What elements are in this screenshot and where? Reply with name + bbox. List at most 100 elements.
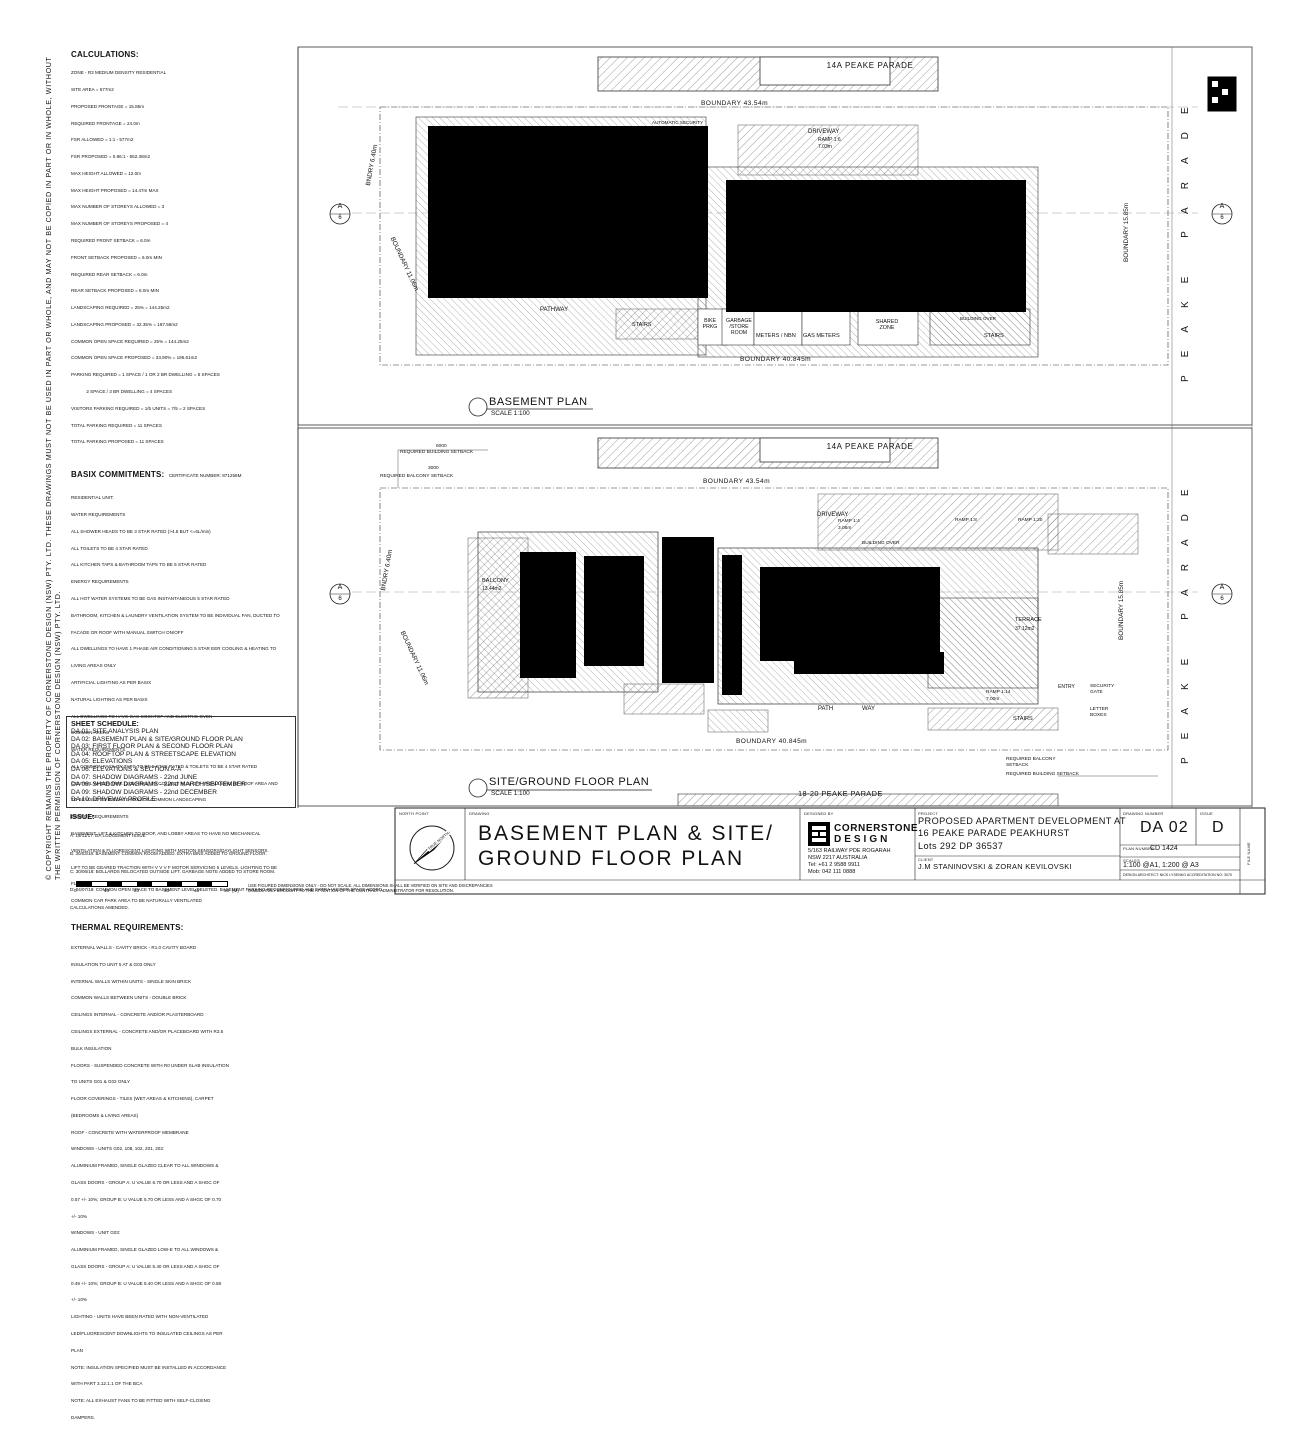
calc-line: MAX HEIGHT ALLOWED = 12.0m	[71, 170, 141, 176]
ground-bins-label: BINS	[726, 690, 739, 696]
ground-building-over-label: BUILDING OVER	[862, 541, 900, 546]
ground-balcony-area: 13.44m2	[482, 586, 502, 592]
ground-redaction-5	[760, 567, 940, 661]
thermal-line: LED/FLUORESCENT DOWNLIGHTS TO INSULATED …	[71, 1331, 223, 1337]
scales-label: SCALES	[1123, 858, 1140, 863]
calc-line: REQUIRED REAR SETBACK = 6.0m	[71, 271, 148, 277]
north-point-label: NORTH POINT	[399, 811, 429, 816]
ground-req-setback-label: REQUIRED BUILDING SETBACK	[400, 450, 474, 455]
drawing-label: DRAWING	[469, 811, 490, 816]
plan-number-label: PLAN NUMBER	[1123, 846, 1155, 851]
ground-boundary-top: BOUNDARY 43.54m	[703, 478, 770, 485]
basement-plan-title: BASEMENT PLAN	[489, 396, 588, 408]
basix-line: ENERGY REQUIREMENTS	[71, 579, 129, 585]
thermal-line: BULK INSULATION	[71, 1045, 112, 1051]
ground-req-balcony-right: REQUIRED BALCONY SETBACK	[1006, 757, 1056, 768]
sheet-item: DA 08: SHADOW DIAGRAMS - 22nd MARCH/SEPT…	[71, 781, 246, 789]
basement-building-over-label: BUILDING OVER	[960, 316, 996, 321]
project-line-3: Lots 292 DP 36537	[918, 841, 1004, 851]
basix-line: FACADE OR ROOF WITH MANUAL SWITCH ON/OFF	[71, 629, 184, 635]
basement-security-label: AUTOMATIC SECURITY	[652, 120, 704, 125]
basix-line: TO BE USED TO IRRIGATE 90m2 OF COMMON LA…	[71, 797, 207, 803]
drawing-number-label: DRAWING NUMBER	[1123, 811, 1164, 816]
calc-line: FSR ALLOWED = 1:1 - 577m2	[71, 137, 134, 143]
basement-section-6-left: 6	[338, 215, 342, 221]
basement-meters-nbn-label: METERS / NBN	[756, 333, 796, 339]
calc-line: PARKING REQUIRED = 1 SPACE / 1 OR 2 BR D…	[71, 372, 220, 378]
basix-line: ALL KITCHEN TAPS & BATHROOM TAPS TO BE 5…	[71, 562, 207, 568]
sheet-item: DA 03: FIRST FLOOR PLAN & SECOND FLOOR P…	[71, 743, 233, 751]
basix-line: COMMON AREAS	[71, 730, 110, 736]
footer-note: USE FIGURED DIMENSIONS ONLY - DO NOT SCA…	[248, 883, 493, 893]
basix-line: ALL COMMON FACILITY TAPS TO BE 5 STAR RA…	[71, 763, 258, 769]
ground-plan-title: SITE/GROUND FLOOR PLAN	[489, 776, 650, 788]
scale-label-40: 40	[194, 888, 200, 893]
drawing-title-line-2: GROUND FLOOR PLAN	[478, 847, 745, 870]
calc-line: TOTAL PARKING REQUIRED = 11 SPACES	[71, 422, 162, 428]
sheet-item: DA 10: DRIVEWAY PROFILE	[71, 796, 156, 804]
calc-line: PROPOSED FRONTAGE = 15.85m	[71, 103, 145, 109]
ground-redaction-4	[722, 555, 742, 695]
basement-driveway-label: DRIVEWAY	[808, 129, 840, 135]
street-right-label: PEAKE PARADE	[1180, 89, 1191, 382]
scale-label-30: 30	[164, 888, 170, 893]
ground-driveway-label: DRIVEWAY	[817, 512, 849, 518]
basix-line: BASEMENT, LIFT & KITCHEN TO ROOF, AND LO…	[71, 830, 261, 836]
sheet-list: DA 01: SITE ANALYSIS PLAN DA 02: BASEMEN…	[71, 728, 291, 804]
drawing-title-line-1: BASEMENT PLAN & SITE/	[478, 822, 775, 845]
issue-value: D	[1212, 819, 1224, 836]
thermal-line: +/- 10%	[71, 1213, 87, 1219]
firm-address-2: NSW 2217 AUSTRALIA	[808, 855, 868, 861]
project-label: PROJECT	[918, 811, 939, 816]
issue-line: CALCULATIONS AMENDED.	[70, 905, 129, 910]
basement-ramp-length: 7.03m	[818, 144, 832, 150]
basix-line: NATURAL LIGHTING AS PER BASIX	[71, 696, 148, 702]
ground-boundary-bottom: BOUNDARY 40.845m	[736, 738, 808, 745]
basement-garbage-label: GARBAGE /STORE ROOM	[726, 318, 752, 337]
thermal-line: CEILINGS INTERNAL - CONCRETE AND/OR PLAS…	[71, 1012, 204, 1018]
basix-line: BATHROOM, KITCHEN & LAUNDRY VENTILATION …	[71, 612, 280, 618]
ground-ramp-1-length: 3.05m	[838, 526, 852, 531]
scale-label-10: 10	[104, 888, 110, 893]
issue-line: B: 30/03/18: BASEMENT COMMON ROOM ADDED.…	[70, 851, 267, 856]
sheet-item: DA 06: ELEVATIONS & SECTION A-A	[71, 765, 182, 773]
thermal-list: EXTERNAL WALLS - CAVITY BRICK - R1.0 CAV…	[71, 934, 296, 1432]
thermal-line: WITH PART 3.12.1.1 OF THE BCA	[71, 1381, 143, 1387]
project-line-1: PROPOSED APARTMENT DEVELOPMENT AT	[918, 816, 1126, 826]
calc-line: TOTAL PARKING PROPOSED = 11 SPACES	[71, 439, 164, 445]
thermal-line: TO UNITS G01 & G02 ONLY	[71, 1079, 131, 1085]
basix-line: VENTILATION & FLUORESCENT LIGHTING WITH …	[71, 847, 269, 853]
thermal-line: GLASS DOORS - GROUP A: U VALUE 6.70 OR L…	[71, 1180, 220, 1185]
street-right-label-lower: PEAKE PARADE	[1180, 471, 1191, 764]
neighbour-14a-label-box	[759, 56, 891, 86]
basement-section-6-right: 6	[1220, 215, 1224, 221]
basix-heading: BASIX COMMITMENTS:	[71, 470, 165, 480]
basix-line: RESIDENTIAL UNIT:	[71, 495, 114, 501]
thermal-line: WINDOWS - UNITS G02, 108, 102, 201, 202:	[71, 1146, 165, 1152]
thermal-heading: THERMAL REQUIREMENTS:	[71, 922, 184, 932]
basement-section-a-left: A	[337, 203, 343, 210]
ground-req-setback-right: REQUIRED BUILDING SETBACK	[1006, 772, 1080, 777]
ground-ramp-1-label: RAMP 1:4	[838, 519, 860, 524]
thermal-line: FLOORS - SUSPENDED CONCRETE WITH R0 UNDE…	[71, 1062, 229, 1068]
thermal-line: WINDOWS - UNIT G03:	[71, 1230, 121, 1236]
ground-dim-3000: 3000	[428, 466, 439, 471]
ground-terrace-area: 37.12m2	[1015, 626, 1035, 632]
calc-line: VISITORS PARKING REQUIRED = 1/5 UNITS = …	[71, 405, 206, 411]
firm-tel: Tel: +61 2 9588 9911	[808, 862, 860, 868]
issue-heading: ISSUE:	[70, 812, 95, 821]
calc-line: MAX NUMBER OF STOREYS ALLOWED = 3	[71, 204, 165, 210]
sheet-schedule: SHEET SCHEDULE: DA 01: SITE ANALYSIS PLA…	[66, 716, 296, 808]
thermal-line: DAMPERS.	[71, 1414, 95, 1420]
thermal-line: FLOOR COVERINGS - TILES (WET AREAS & KIT…	[71, 1096, 214, 1102]
thermal-line: INTERNAL WALLS WITHIN UNITS - SINGLE SKI…	[71, 978, 192, 984]
calc-line: COMMON OPEN SPACE REQUIRED = 25% = 144.2…	[71, 338, 189, 344]
scale-label-50: 50	[224, 888, 230, 893]
cornerstone-logo-icon	[808, 822, 830, 846]
calc-line: ZONE - R3 MEDIUM DENSITY RESIDENTIAL	[71, 70, 167, 76]
calculations-heading: CALCULATIONS:	[71, 50, 139, 59]
thermal-line: PLAN	[71, 1347, 84, 1353]
ground-ramp-2-label: RAMP 1:8	[955, 518, 977, 523]
issue-line: A: 16/11/17: DA LODGEMENT ISSUE	[70, 833, 146, 838]
thermal-line: ROOF - CONCRETE WITH WATERPROOF MEMBRANE	[71, 1129, 189, 1135]
